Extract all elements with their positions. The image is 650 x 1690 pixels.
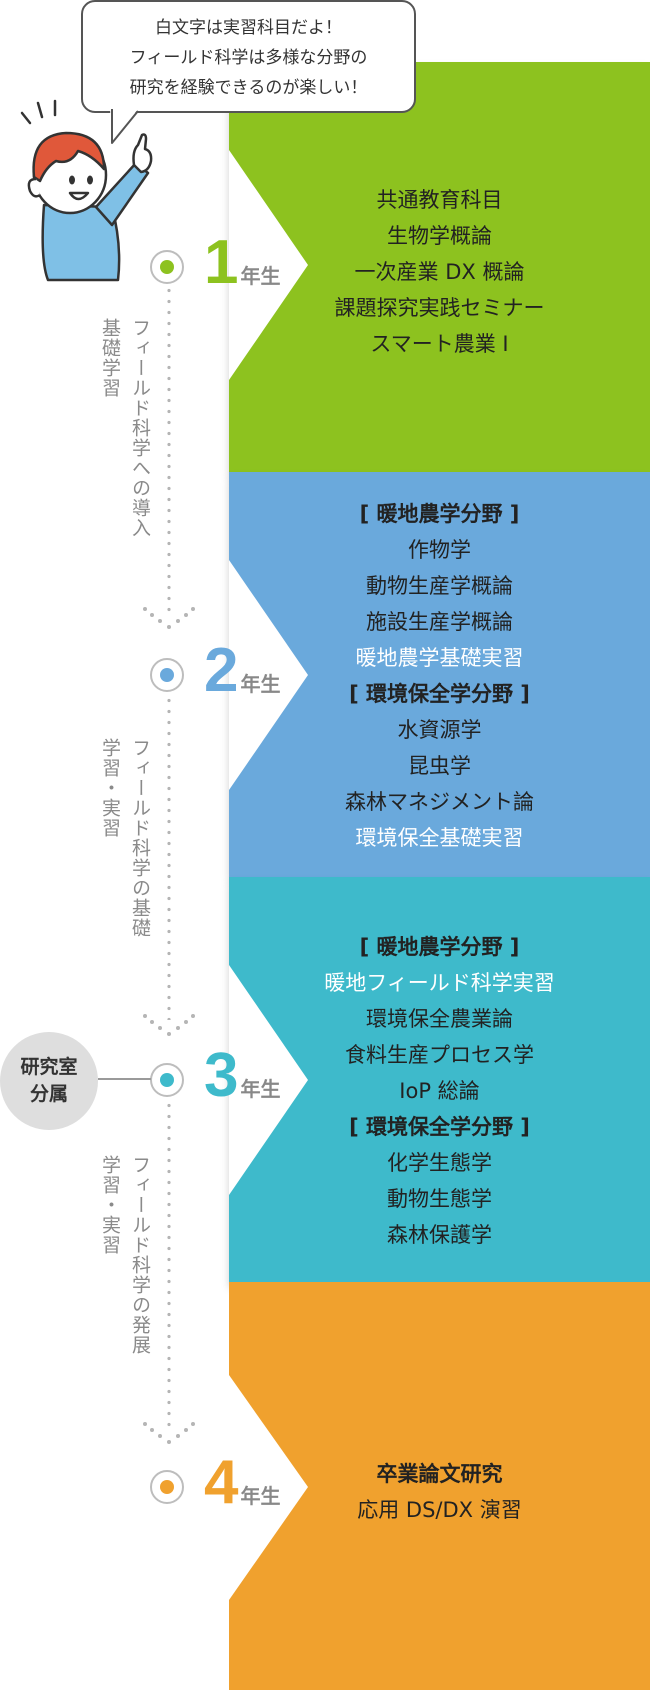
year-unit: 年生 <box>240 672 281 696</box>
timeline-dots <box>167 285 171 615</box>
lab-assignment-badge: 研究室 分属 <box>0 1032 98 1130</box>
lab-connector-line <box>98 1078 151 1080</box>
course-item: 動物生態学 <box>387 1187 492 1211</box>
year2-node <box>150 658 184 692</box>
year3-course-list: [ 暖地農学分野 ] 暖地フィールド科学実習 環境保全農業論 食料生産プロセス学… <box>229 929 650 1253</box>
year3-band: [ 暖地農学分野 ] 暖地フィールド科学実習 環境保全農業論 食料生産プロセス学… <box>229 877 650 1282</box>
year-number: 3 <box>204 1041 239 1110</box>
course-item: 一次産業 DX 概論 <box>354 260 525 284</box>
practical-course-item: 暖地農学基礎実習 <box>355 646 524 670</box>
course-item: 化学生態学 <box>387 1151 492 1175</box>
arrowhead-icon <box>143 1014 195 1036</box>
year4-band: 卒業論文研究 応用 DS/DX 演習 <box>229 1282 650 1690</box>
year-number: 1 <box>204 228 239 297</box>
year3-node <box>150 1063 184 1097</box>
course-item: 動物生産学概論 <box>366 574 513 598</box>
arrowhead-icon <box>143 607 195 629</box>
year-unit: 年生 <box>240 264 281 288</box>
year2-band: [ 暖地農学分野 ] 作物学 動物生産学概論 施設生産学概論 暖地農学基礎実習 … <box>229 472 650 877</box>
speech-bubble-tail <box>110 109 139 144</box>
course-item: 作物学 <box>408 538 471 562</box>
year-number: 4 <box>204 1448 239 1517</box>
course-item: 生物学概論 <box>387 224 492 248</box>
year1-band: 共通教育科目 生物学概論 一次産業 DX 概論 課題探究実践セミナー スマート農… <box>229 62 650 472</box>
year4-node <box>150 1470 184 1504</box>
stage2-sub-label: 学習・実習 <box>99 738 121 838</box>
year2-course-list: [ 暖地農学分野 ] 作物学 動物生産学概論 施設生産学概論 暖地農学基礎実習 … <box>229 496 650 856</box>
year1-course-list: 共通教育科目 生物学概論 一次産業 DX 概論 課題探究実践セミナー スマート農… <box>229 182 650 362</box>
lab-line1: 研究室 <box>20 1056 78 1078</box>
year-unit: 年生 <box>240 1484 281 1508</box>
course-item: 森林マネジメント論 <box>345 790 534 814</box>
stage2-main-label: フィールド科学の基礎 <box>129 738 151 938</box>
course-item: 共通教育科目 <box>376 188 503 212</box>
bubble-line: フィールド科学は多様な分野の <box>129 48 368 68</box>
stage1-main-label: フィールド科学への導入 <box>129 318 151 538</box>
course-item: スマート農業 I <box>370 332 509 356</box>
course-item: 環境保全農業論 <box>366 1007 513 1031</box>
speech-bubble: 白文字は実習科目だよ！ フィールド科学は多様な分野の 研究を経験できるのが楽しい… <box>81 0 416 113</box>
course-item: 水資源学 <box>397 718 482 742</box>
course-item: 応用 DS/DX 演習 <box>357 1498 522 1522</box>
practical-course-item: 環境保全基礎実習 <box>355 826 524 850</box>
field-heading: [ 暖地農学分野 ] <box>359 502 520 526</box>
field-heading: [ 環境保全学分野 ] <box>349 682 530 706</box>
course-item: 昆虫学 <box>408 754 471 778</box>
lab-line2: 分属 <box>29 1083 68 1105</box>
year4-course-list: 卒業論文研究 応用 DS/DX 演習 <box>229 1456 650 1528</box>
student-character-illustration <box>20 99 153 282</box>
practical-course-item: 暖地フィールド科学実習 <box>324 971 555 995</box>
course-item: 課題探究実践セミナー <box>334 296 545 320</box>
field-heading: [ 暖地農学分野 ] <box>359 935 520 959</box>
course-item: 卒業論文研究 <box>376 1462 503 1486</box>
course-item: 施設生産学概論 <box>366 610 513 634</box>
field-heading: [ 環境保全学分野 ] <box>349 1115 530 1139</box>
course-item: 森林保護学 <box>387 1223 492 1247</box>
stage3-sub-label: 学習・実習 <box>99 1155 121 1255</box>
course-item: 食料生産プロセス学 <box>345 1043 534 1067</box>
year-unit: 年生 <box>240 1077 281 1101</box>
stage3-main-label: フィールド科学の発展 <box>129 1155 151 1355</box>
year-number: 2 <box>204 636 239 705</box>
bubble-line: 研究を経験できるのが楽しい！ <box>129 78 368 98</box>
timeline-dots <box>167 1100 171 1430</box>
year1-node <box>150 250 184 284</box>
course-item: IoP 総論 <box>399 1079 480 1103</box>
arrowhead-icon <box>143 1422 195 1444</box>
bubble-line: 白文字は実習科目だよ！ <box>155 18 342 38</box>
stage1-sub-label: 基礎学習 <box>99 318 121 398</box>
timeline-dots <box>167 695 171 1020</box>
